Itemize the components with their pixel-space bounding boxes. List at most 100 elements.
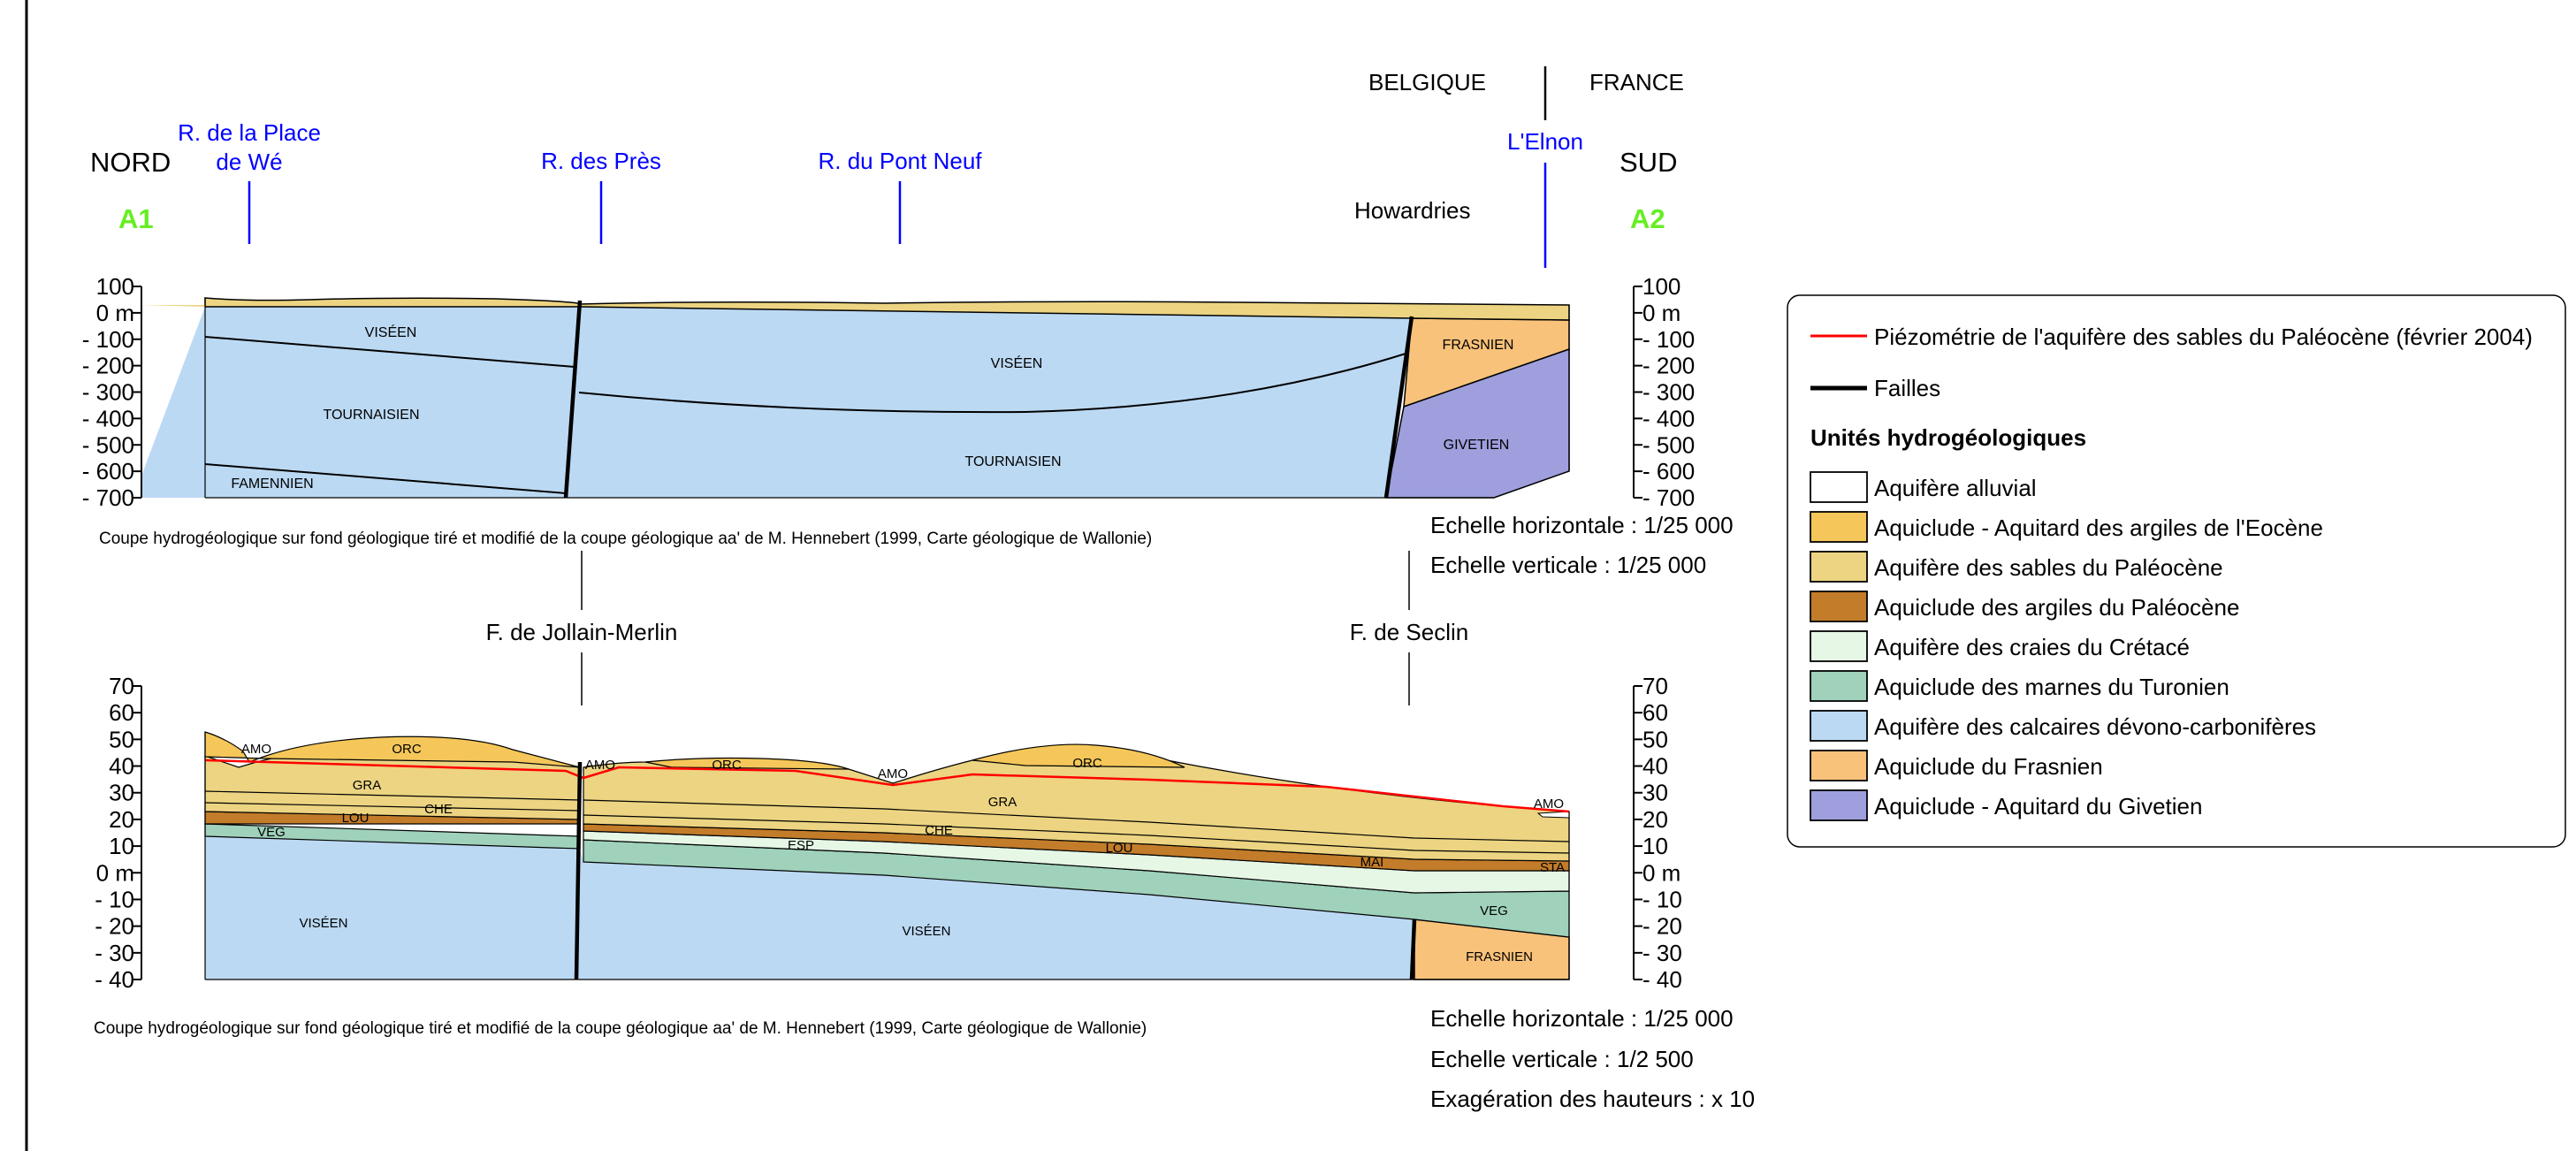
axis-tick-label: - 500 <box>82 431 134 458</box>
axis-tick-label: 60 <box>109 699 134 726</box>
fault-label-jollain-merlin: F. de Jollain-Merlin <box>486 619 678 645</box>
axis-tick-label: - 200 <box>82 353 134 379</box>
legend-swatch <box>1810 630 1868 662</box>
unit-label: AMO <box>585 758 615 773</box>
axis-tick-label: 50 <box>1642 726 1668 752</box>
unit-label: CHE <box>925 823 953 838</box>
unit-label: STA <box>1540 860 1565 875</box>
axis-tick-label: 0 m <box>1642 300 1680 326</box>
unit-label: GRA <box>353 778 382 793</box>
unit-label: GRA <box>988 795 1017 810</box>
legend-title: Unités hydrogéologiques <box>1810 424 2086 451</box>
axis-tick-label: - 200 <box>1642 353 1695 379</box>
section-start-a1: A1 <box>118 203 154 234</box>
unit-label: GIVETIEN <box>1444 438 1510 453</box>
bottom-caption: Coupe hydrogéologique sur fond géologiqu… <box>94 1019 1147 1038</box>
legend-item-label: Aquiclude - Aquitard du Givetien <box>1874 793 2202 819</box>
unit-label: LOU <box>342 811 370 826</box>
unit-label: ORC <box>1072 756 1102 771</box>
axis-tick-label: - 20 <box>1642 913 1682 940</box>
fault-seclin-bottom <box>1409 919 1417 980</box>
legend-item-label: Aquifère des craies du Crétacé <box>1874 634 2190 660</box>
belgique-label: BELGIQUE <box>1368 69 1486 95</box>
legend-box <box>1787 294 2566 848</box>
axis-tick-label: - 10 <box>95 886 134 912</box>
axis-tick-label: - 10 <box>1642 886 1682 912</box>
unit-label: TOURNAISIEN <box>323 408 419 423</box>
axis-tick-label: 70 <box>1642 673 1668 699</box>
legend-swatch <box>1810 551 1868 583</box>
fault-label-seclin: F. de Seclin <box>1350 619 1468 645</box>
legend-swatch <box>1810 710 1868 742</box>
axis-tick-label: 0 m <box>1642 859 1680 886</box>
legend: Piézométrie de l'aquifère des sables du … <box>1787 294 2566 848</box>
unit-label: ORC <box>712 758 742 773</box>
unit-label: CHE <box>424 802 453 817</box>
top-scale-horizontal: Echelle horizontale : 1/25 000 <box>1430 512 1734 538</box>
axis-tick-label: 0 m <box>96 859 134 886</box>
axis-tick-label: - 20 <box>95 913 134 940</box>
legend-swatch <box>1810 511 1868 543</box>
axis-tick-label: - 600 <box>82 458 134 484</box>
top-section <box>141 297 1570 499</box>
unit-label: ORC <box>392 742 422 757</box>
axis-tick-label: 30 <box>1642 780 1668 806</box>
axis-tick-label: - 30 <box>1642 940 1682 966</box>
axis-tick-label: - 600 <box>1642 458 1695 484</box>
axis-tick-label: - 300 <box>82 379 134 406</box>
bottom-height-exaggeration: Exagération des hauteurs : x 10 <box>1430 1086 1755 1112</box>
legend-item-label: Aquiclude des marnes du Turonien <box>1874 674 2229 700</box>
legend-swatch <box>1810 750 1868 781</box>
unit-label: VISÉEN <box>299 916 347 931</box>
bottom-section <box>204 731 1570 980</box>
unit-label: FRASNIEN <box>1466 949 1533 964</box>
unit-label: VISÉEN <box>365 324 417 340</box>
axis-tick-label: - 40 <box>95 966 134 993</box>
axis-tick-label: - 300 <box>1642 379 1695 406</box>
axis-tick-label: - 400 <box>82 405 134 431</box>
axis-tick-label: 10 <box>109 833 134 859</box>
piezometric-line <box>204 758 1570 813</box>
legend-fault-label: Failles <box>1874 375 1940 401</box>
axis-tick-label: 100 <box>96 273 134 300</box>
axis-tick-label: - 40 <box>1642 966 1682 993</box>
legend-item-label: Aquiclude des argiles du Paléocène <box>1874 594 2239 621</box>
nord-label: NORD <box>90 147 171 178</box>
legend-item-label: Aquiclude - Aquitard des argiles de l'Eo… <box>1874 515 2323 541</box>
top-caption: Coupe hydrogéologique sur fond géologiqu… <box>99 530 1152 548</box>
axis-tick-label: 60 <box>1642 699 1668 726</box>
river-label-pres: R. des Près <box>541 148 661 174</box>
fault-jollain-merlin-top <box>563 300 583 499</box>
axis-tick-label: 70 <box>109 673 134 699</box>
unit-label: LOU <box>1106 841 1133 856</box>
river-label-elnon: L'Elnon <box>1507 128 1583 155</box>
legend-swatch <box>1810 789 1868 821</box>
unit-label: MAI <box>1360 855 1384 870</box>
france-label: FRANCE <box>1589 69 1684 95</box>
axis-tick-label: 20 <box>1642 806 1668 833</box>
axis-tick-label: 100 <box>1642 273 1680 300</box>
legend-item-label: Aquifère des calcaires dévono-carbonifèr… <box>1874 713 2316 740</box>
unit-label: AMO <box>878 766 908 781</box>
river-label-place-we-2: de Wé <box>216 149 282 175</box>
axis-tick-label: - 700 <box>1642 484 1695 511</box>
unit-label: VEG <box>1480 903 1508 919</box>
unit-label: VEG <box>257 825 286 840</box>
axis-tick-label: - 400 <box>1642 405 1695 431</box>
axis-tick-label: 40 <box>109 753 134 780</box>
unit-label: FAMENNIEN <box>231 476 313 492</box>
unit-label: FRASNIEN <box>1443 338 1514 353</box>
axis-tick-label: 30 <box>109 780 134 806</box>
howardries-label: Howardries <box>1354 197 1471 224</box>
axis-tick-label: 10 <box>1642 833 1668 859</box>
legend-item-label: Aquiclude du Frasnien <box>1874 753 2103 780</box>
fault-jollain-merlin-bottom <box>574 761 583 980</box>
axis-tick-label: - 100 <box>1642 326 1695 353</box>
river-label-pont-neuf: R. du Pont Neuf <box>819 148 983 174</box>
unit-label: TOURNAISIEN <box>964 454 1061 469</box>
sud-label: SUD <box>1620 147 1677 178</box>
section-end-a2: A2 <box>1630 203 1665 234</box>
